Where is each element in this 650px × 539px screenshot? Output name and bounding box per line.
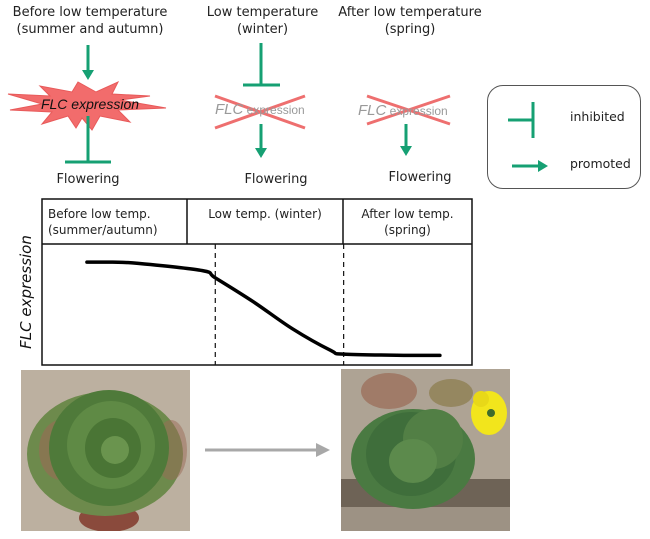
outcome-flowering: Flowering bbox=[56, 172, 120, 187]
column-header-line1: After low temp. bbox=[361, 207, 454, 221]
flc-rest: expression bbox=[386, 104, 448, 118]
cross-icon bbox=[366, 94, 451, 126]
panel-title-winter: Low temperature (winter) bbox=[200, 4, 325, 38]
flc-burst-icon bbox=[7, 80, 167, 131]
regulation-diagram bbox=[7, 43, 451, 164]
column-header-line1: Before low temp. bbox=[48, 207, 151, 221]
panel-title-line2: (winter) bbox=[236, 22, 289, 37]
column-header-line2: (summer/autumn) bbox=[48, 223, 158, 237]
flc-italic: FLC bbox=[215, 101, 244, 118]
arrow-head-icon bbox=[82, 70, 94, 80]
flc-suppressed-label: FLC expression bbox=[358, 102, 448, 119]
plant-photo-before bbox=[21, 370, 190, 531]
column-header-after: After low temp. (spring) bbox=[345, 206, 470, 238]
panel-title-line1: Low temperature bbox=[206, 5, 319, 20]
panel-title-line1: After low temperature bbox=[338, 5, 482, 20]
column-header-line2: (spring) bbox=[384, 223, 431, 237]
column-header-line1: Low temp. (winter) bbox=[208, 207, 322, 221]
legend-arrow-head-icon bbox=[538, 160, 548, 172]
panel-title-after: After low temperature (spring) bbox=[335, 4, 485, 38]
cross-icon bbox=[214, 94, 306, 130]
legend: inhibited promoted bbox=[487, 85, 641, 189]
column-header-before: Before low temp. (summer/autumn) bbox=[48, 206, 188, 238]
panel-title-line1: Before low temperature bbox=[12, 5, 168, 20]
plant-photo-after bbox=[341, 369, 510, 531]
flc-expression-line bbox=[85, 260, 442, 358]
legend-label-promoted: promoted bbox=[570, 156, 631, 171]
outcome-flowering: Flowering bbox=[244, 172, 308, 187]
panel-title-before: Before low temperature (summer and autum… bbox=[0, 4, 180, 38]
column-header-winter: Low temp. (winter) bbox=[190, 206, 340, 222]
legend-label-inhibited: inhibited bbox=[570, 109, 625, 124]
table-frame bbox=[41, 198, 473, 366]
arrow-head-icon bbox=[400, 146, 412, 156]
progression-arrow-icon bbox=[205, 443, 330, 457]
flc-timeline-chart bbox=[41, 198, 473, 366]
arrow-head-icon bbox=[255, 148, 267, 158]
flc-expression-label: FLC expression bbox=[40, 96, 140, 112]
flc-italic: FLC bbox=[358, 102, 387, 119]
flc-suppressed-label: FLC expression bbox=[215, 101, 305, 118]
panel-title-line2: (summer and autumn) bbox=[16, 22, 164, 37]
panel-title-line2: (spring) bbox=[384, 22, 436, 37]
outcome-flowering: Flowering bbox=[388, 170, 452, 185]
flc-rest: expression bbox=[243, 103, 305, 117]
